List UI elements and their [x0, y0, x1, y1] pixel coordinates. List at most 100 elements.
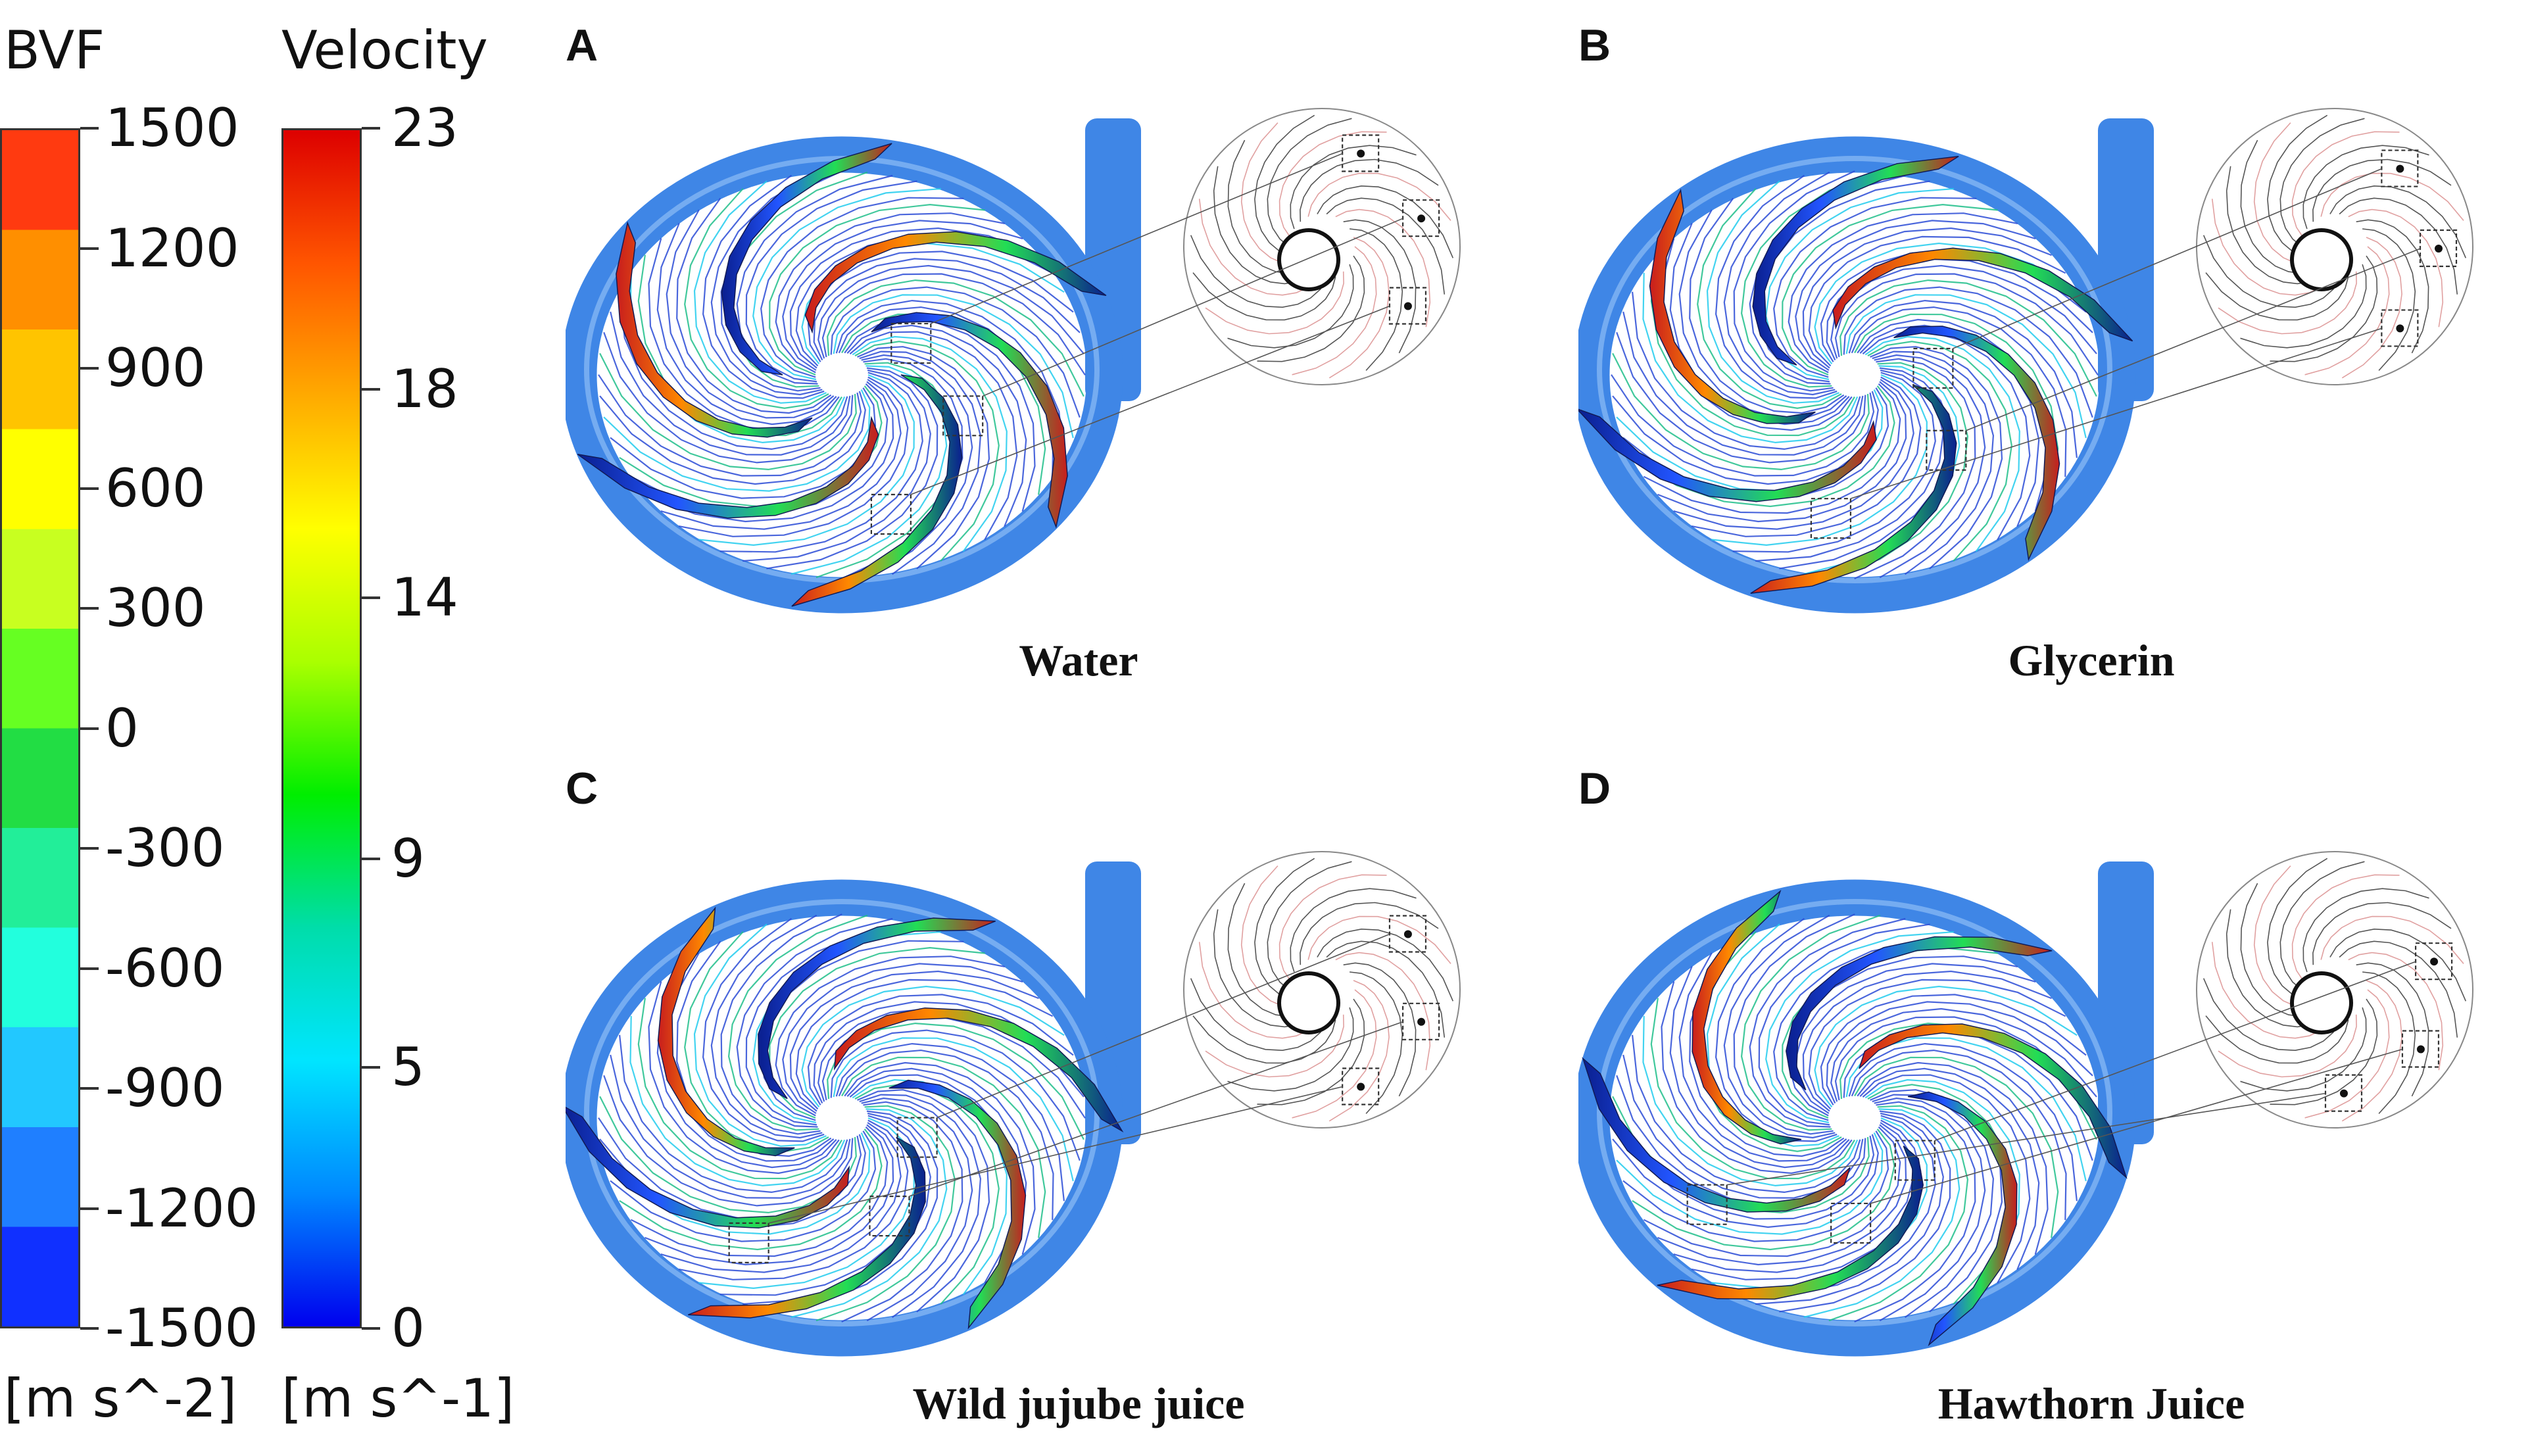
- streamline: [693, 923, 827, 1147]
- velocity-tick-label: 5: [391, 1036, 425, 1098]
- streamline: [698, 1117, 915, 1290]
- bvf-tick-mark: [80, 1207, 99, 1210]
- inset-streamline: [2211, 942, 2331, 1039]
- vortex-box: [2324, 1074, 2363, 1112]
- inset-streamlines: [2203, 858, 2467, 1122]
- volute-highlight: [1597, 156, 2112, 583]
- streamline: [1723, 914, 1836, 1139]
- streamline: [629, 1015, 846, 1187]
- streamline: [684, 931, 829, 1152]
- streamline: [1657, 381, 1907, 523]
- velocity-tick-mark: [362, 1327, 380, 1330]
- panel-caption: Wild jujube juice: [912, 1378, 1245, 1428]
- vortex-box: [1388, 287, 1427, 325]
- streamline: [1848, 299, 2078, 458]
- streamline: [1612, 352, 1870, 471]
- inset-streamline: [2348, 208, 2444, 328]
- impeller-blade: [889, 1079, 1027, 1330]
- inset-streamline: [1300, 902, 1439, 965]
- streamline: [1755, 1112, 1944, 1305]
- streamline: [807, 251, 1074, 362]
- impeller-blade: [1582, 1057, 1851, 1213]
- inset-hub: [1277, 228, 1340, 291]
- inset-streamline: [1227, 264, 1354, 349]
- inset-streamline: [1335, 208, 1431, 328]
- vortex-core: [2430, 958, 2439, 966]
- impeller-blade: [1752, 156, 1959, 366]
- inset-streamline: [1227, 1007, 1354, 1092]
- streamline: [1732, 372, 1936, 553]
- bvf-tick-mark: [80, 1087, 99, 1090]
- vortex-box: [2414, 942, 2453, 981]
- streamline: [852, 335, 1008, 552]
- inset-streamline: [2304, 246, 2390, 376]
- inset-streamline: [2267, 858, 2328, 1000]
- streamline: [854, 1084, 1000, 1305]
- streamline: [1795, 220, 2036, 371]
- streamline: [1673, 1122, 1914, 1273]
- streamline: [1758, 923, 1930, 1126]
- streamline: [1661, 981, 1853, 1175]
- inset-streamline: [1205, 271, 1344, 335]
- inset-streamline: [1300, 158, 1439, 222]
- impeller-blade: [657, 906, 795, 1157]
- streamline: [846, 324, 1027, 527]
- inset-streamline: [1267, 861, 1352, 990]
- streamline: [857, 1089, 990, 1313]
- velocity-tick-mark: [362, 596, 380, 600]
- streamline: [1765, 187, 1954, 381]
- streamline: [1851, 1049, 2067, 1221]
- inset-streamline: [1205, 1014, 1344, 1078]
- inset-streamline: [1198, 199, 1318, 296]
- streamline: [817, 264, 1084, 359]
- streamline: [736, 174, 893, 385]
- pump-diagram: [1578, 851, 2473, 1357]
- streamline: [816, 1105, 956, 1322]
- streamline: [1857, 1061, 2049, 1255]
- streamline: [660, 379, 902, 530]
- impeller-region: [598, 174, 1085, 575]
- panel-caption: Glycerin: [2008, 635, 2175, 685]
- inset-streamline: [2267, 114, 2328, 256]
- streamline: [1845, 294, 2087, 439]
- leader-line: [1966, 248, 2421, 431]
- vortex-box: [1388, 915, 1427, 953]
- streamline: [1632, 1034, 1861, 1194]
- streamline: [795, 979, 1054, 1110]
- impeller-blade: [1692, 889, 1802, 1145]
- bvf-tick-mark: [80, 967, 99, 970]
- streamline: [859, 1094, 982, 1319]
- streamline: [844, 318, 1036, 512]
- streamline: [1826, 1001, 2093, 1104]
- streamline: [1622, 311, 1864, 456]
- impeller-blade: [688, 1136, 926, 1319]
- bvf-tick-mark: [80, 1327, 99, 1330]
- bvf-tick-label: -900: [105, 1057, 225, 1119]
- streamline: [1854, 1056, 2059, 1238]
- streamline: [1830, 264, 2097, 359]
- bvf-tick-label: 900: [105, 337, 206, 399]
- impeller-blades: [566, 906, 1124, 1330]
- streamline: [1650, 998, 1855, 1180]
- vortex-core: [1403, 302, 1412, 310]
- streamline: [769, 946, 985, 1119]
- streamline: [1723, 171, 1836, 396]
- impeller-blades: [1582, 889, 2128, 1347]
- inset-streamlines: [1190, 858, 1454, 1122]
- streamline: [1820, 994, 2087, 1105]
- streamline: [678, 376, 909, 537]
- streamline: [857, 346, 990, 570]
- streamline: [619, 1128, 883, 1251]
- bvf-tick-label: 1200: [105, 217, 239, 279]
- streamline: [1808, 235, 2066, 367]
- impeller-blade: [871, 312, 1068, 529]
- inset-streamline: [1292, 246, 1377, 376]
- vortex-box: [1342, 1067, 1380, 1105]
- bvf-tick-label: -600: [105, 937, 225, 999]
- streamline: [789, 970, 1039, 1112]
- streamline: [1733, 913, 1855, 1135]
- streamline: [1616, 331, 1866, 464]
- streamline: [1854, 358, 1976, 579]
- streamline: [791, 365, 948, 575]
- inset-streamline: [1278, 874, 1387, 981]
